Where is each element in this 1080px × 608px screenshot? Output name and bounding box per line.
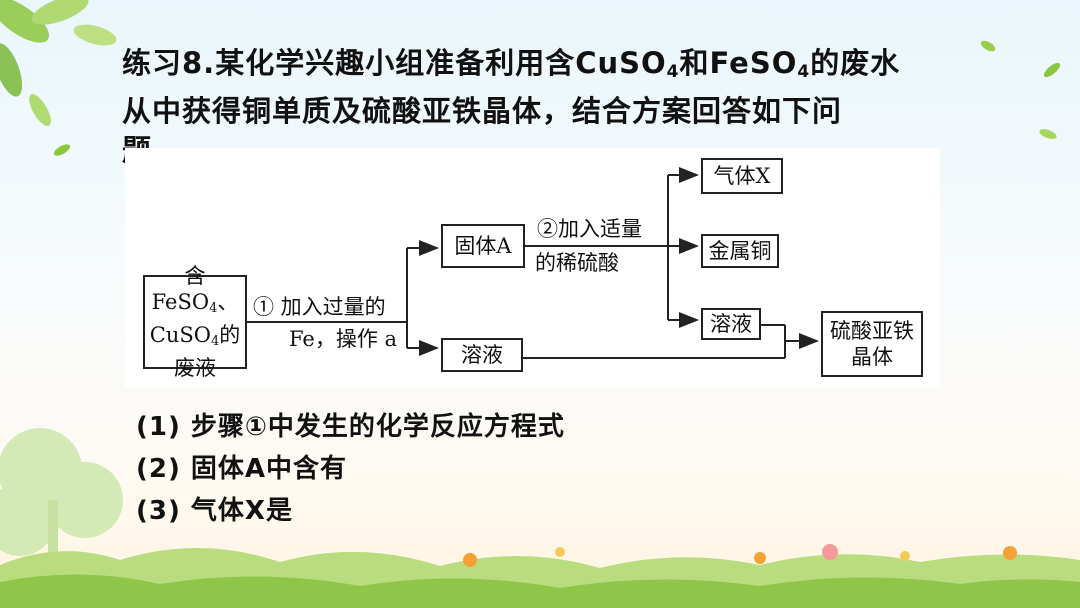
leaf-right-2 — [1043, 62, 1061, 78]
title-text-c: 的废水 — [810, 46, 901, 80]
title-text-b: 和FeSO — [679, 46, 798, 80]
solid-a-box: 固体A — [441, 224, 525, 268]
waste-text: 、 — [217, 290, 239, 314]
waste-text: 含FeSO — [151, 264, 210, 314]
ferrous-sulfate-crystal-box: 硫酸亚铁 晶体 — [821, 311, 923, 377]
flowers — [463, 544, 1017, 567]
waste-liquid-box: 含FeSO4、 CuSO4的 废液 — [143, 264, 247, 380]
step-1-label-line-2: Fe，操作 a — [289, 327, 398, 351]
question-3: (3) 气体X是 — [136, 496, 293, 526]
solution-box-1: 溶液 — [441, 338, 523, 372]
gas-x-box: 气体X — [701, 158, 783, 194]
question-1: (1) 步骤①中发生的化学反应方程式 — [136, 412, 565, 442]
title-subscript: 4 — [666, 62, 680, 82]
question-2: (2) 固体A中含有 — [136, 454, 348, 484]
title-subscript: 4 — [797, 62, 811, 82]
title-text-a: 练习8.某化学兴趣小组准备利用含CuSO — [122, 46, 667, 80]
solution-box-2: 溶液 — [701, 308, 761, 340]
flow-diagram: 含FeSO4、 CuSO4的 废液 ① 加入过量的 Fe，操作 a 固体A 溶液… — [125, 148, 940, 388]
leaf-right-4 — [53, 144, 71, 156]
tree-silhouette-icon — [0, 428, 123, 590]
title-line-2: 从中获得铜单质及硫酸亚铁晶体，结合方案回答如下问 — [122, 94, 843, 128]
step-1-label-line-1: ① 加入过量的 — [253, 295, 386, 319]
product-line-1: 硫酸亚铁 — [830, 319, 914, 343]
waste-text: 的 — [219, 323, 241, 347]
copper-box: 金属铜 — [701, 234, 779, 268]
grass-strip — [0, 547, 1080, 608]
waste-line-1: 含FeSO4、 — [145, 263, 245, 322]
title-line-1: 练习8.某化学兴趣小组准备利用含CuSO4和FeSO4的废水 — [122, 44, 962, 92]
waste-line-2: CuSO4的 — [150, 322, 240, 355]
product-line-2: 晶体 — [851, 345, 893, 369]
waste-line-3: 废液 — [174, 356, 216, 380]
step-2-label-line-1: ②加入适量 — [537, 217, 642, 241]
waste-text: CuSO — [149, 323, 211, 347]
waste-subscript: 4 — [209, 301, 218, 316]
exercise-title: 练习8.某化学兴趣小组准备利用含CuSO4和FeSO4的废水 从中获得铜单质及硫… — [122, 44, 962, 170]
flow-arrows — [245, 167, 819, 359]
leaf-right-1 — [980, 40, 996, 52]
step-2-label-line-2: 的稀硫酸 — [535, 251, 619, 275]
leaf-right-3 — [1039, 129, 1057, 139]
waste-subscript: 4 — [210, 334, 220, 349]
leaf-cluster-top-left — [0, 0, 117, 126]
